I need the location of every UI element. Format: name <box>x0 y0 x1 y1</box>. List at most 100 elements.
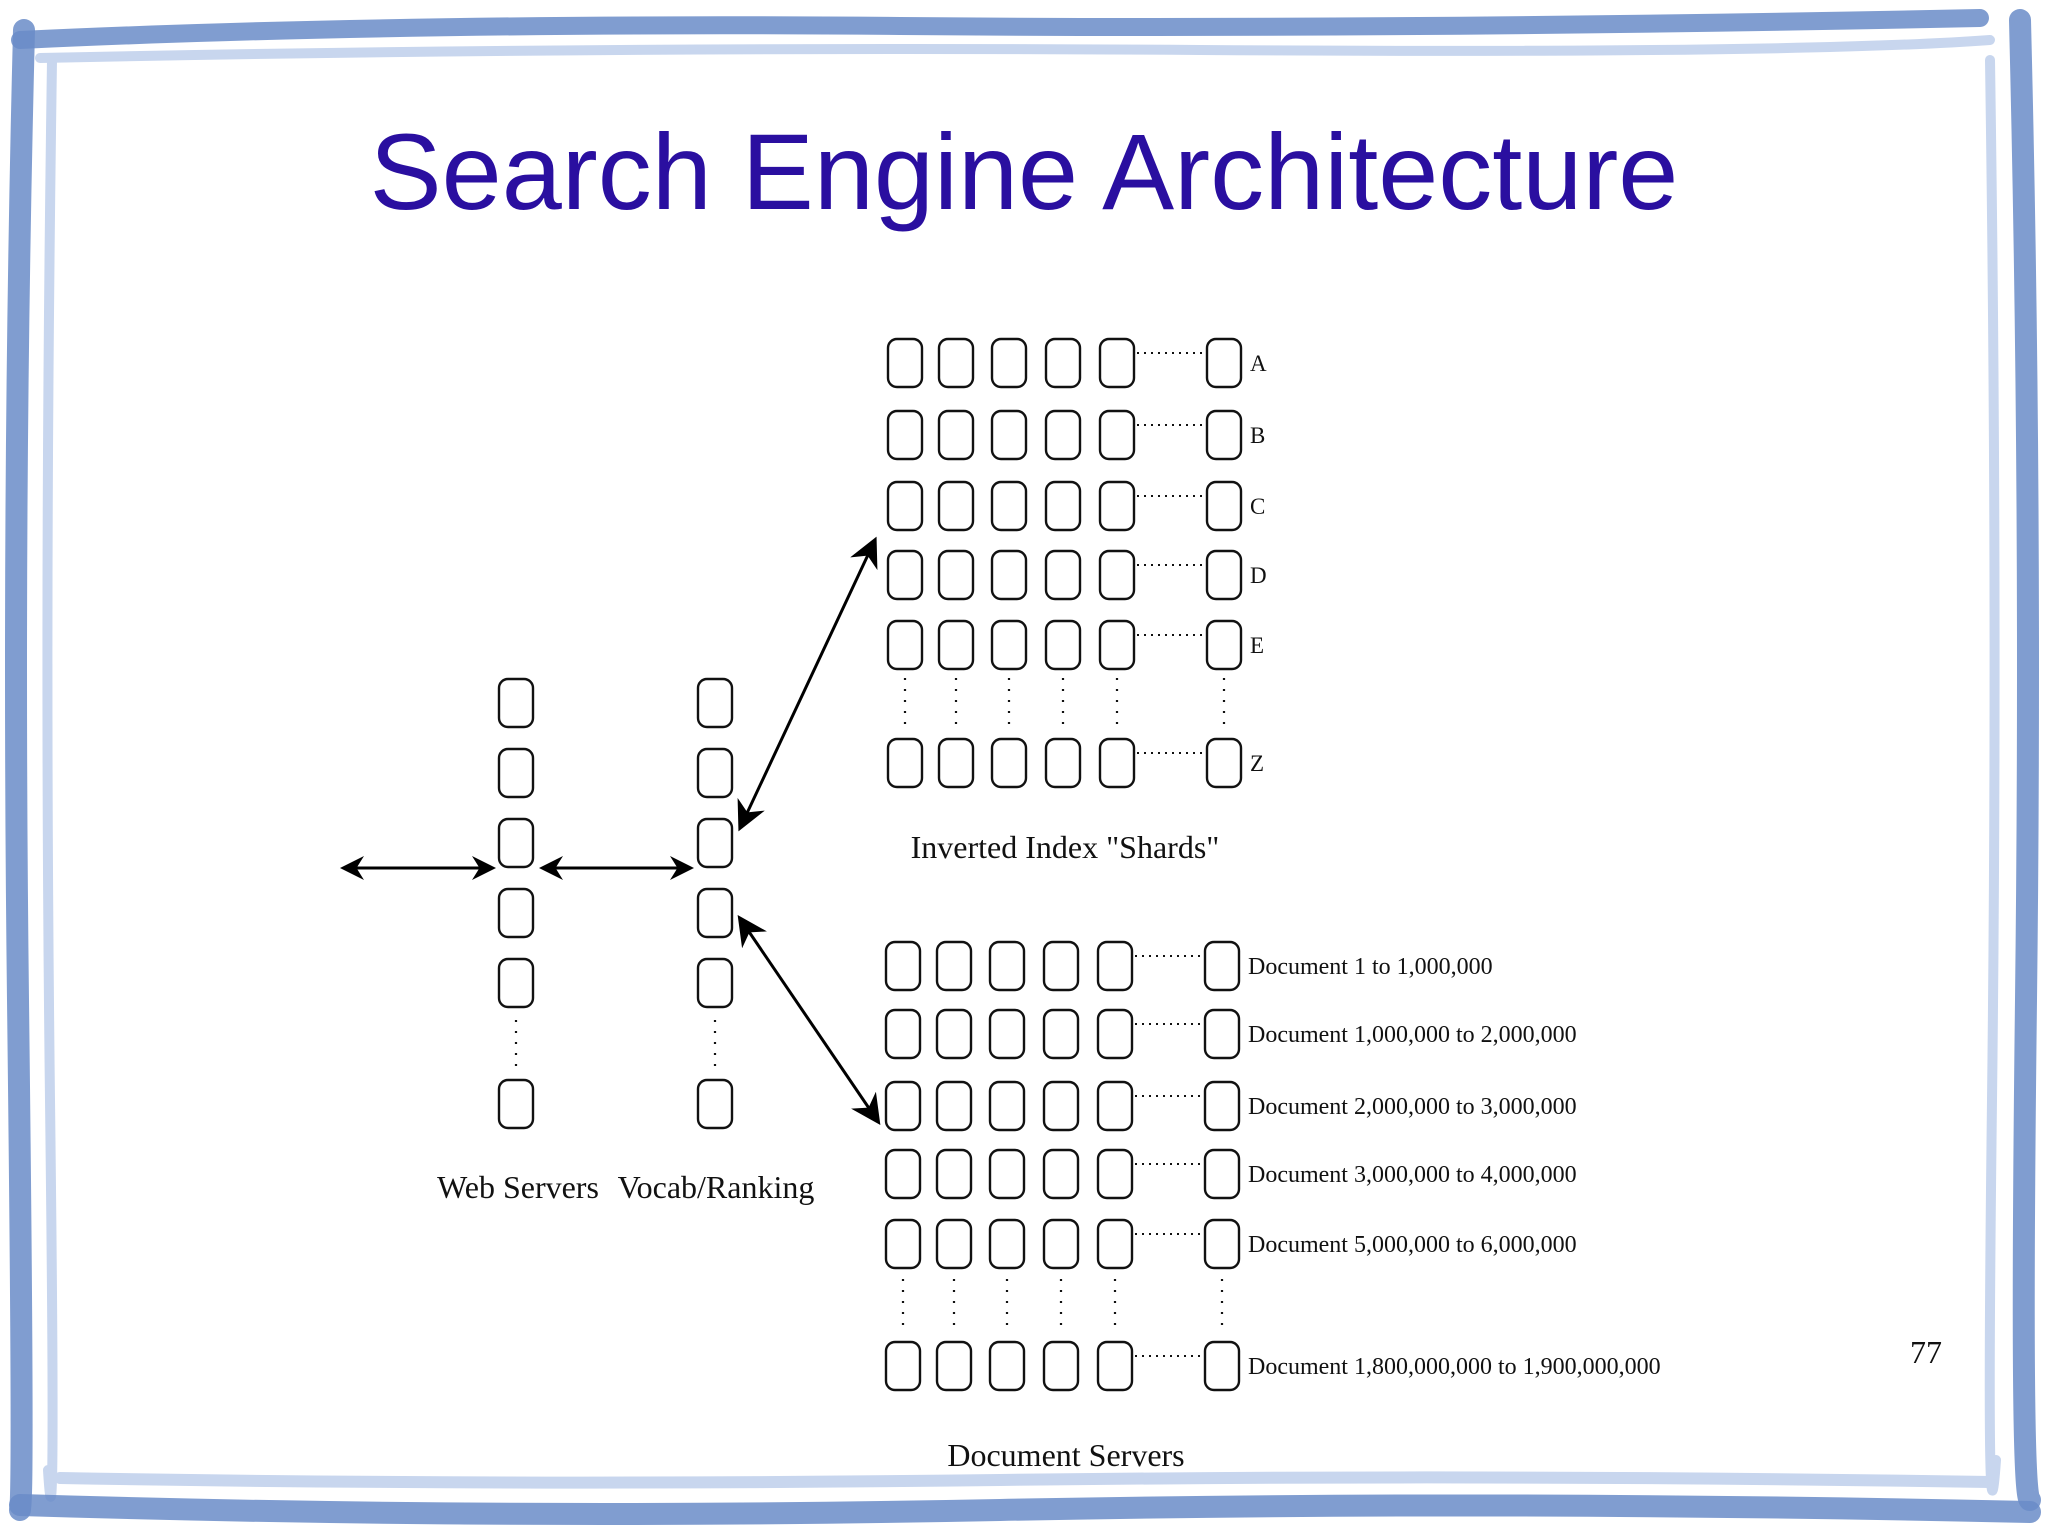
index-server <box>1098 480 1136 532</box>
index-server <box>886 737 924 789</box>
index-server <box>886 480 924 532</box>
index-server <box>1205 337 1243 389</box>
inverted-index-label: Inverted Index "Shards" <box>911 829 1220 865</box>
document-server <box>884 1340 922 1392</box>
index-server <box>1098 737 1136 789</box>
document-server <box>1042 940 1080 992</box>
document-server <box>988 1080 1026 1132</box>
frame-border <box>5 9 2041 1525</box>
document-server <box>1042 1080 1080 1132</box>
document-server <box>988 1218 1026 1270</box>
vocab-server <box>696 887 734 939</box>
document-server <box>935 1008 973 1060</box>
document-server <box>1042 1218 1080 1270</box>
web-server <box>497 887 535 939</box>
index-row-label: A <box>1250 351 1267 376</box>
vocab-to-index-arrow <box>737 536 878 832</box>
index-server <box>937 337 975 389</box>
document-servers-label: Document Servers <box>947 1437 1184 1473</box>
index-server <box>1098 409 1136 461</box>
index-server <box>1044 337 1082 389</box>
document-server <box>935 1218 973 1270</box>
vocab-ranking-label: Vocab/Ranking <box>618 1169 815 1205</box>
index-server <box>1098 619 1136 671</box>
document-row-label: Document 1 to 1,000,000 <box>1248 954 1493 980</box>
document-server <box>935 1080 973 1132</box>
index-server <box>886 619 924 671</box>
index-server <box>886 409 924 461</box>
index-row-label: D <box>1250 563 1267 588</box>
vocab-server <box>696 677 734 729</box>
index-server <box>1044 619 1082 671</box>
document-server <box>1203 1080 1241 1132</box>
index-server <box>1205 737 1243 789</box>
document-server <box>884 1148 922 1200</box>
vocab-server <box>696 1078 734 1130</box>
document-row-label: Document 1,800,000,000 to 1,900,000,000 <box>1248 1354 1661 1380</box>
web-servers-label: Web Servers <box>437 1169 599 1205</box>
index-server <box>1044 409 1082 461</box>
document-server <box>884 1008 922 1060</box>
web-server <box>497 817 535 869</box>
document-server <box>988 940 1026 992</box>
index-server <box>990 337 1028 389</box>
web-server <box>497 677 535 729</box>
index-server <box>1044 480 1082 532</box>
document-row-label: Document 5,000,000 to 6,000,000 <box>1248 1232 1577 1258</box>
document-server <box>1096 1340 1134 1392</box>
document-row-label: Document 1,000,000 to 2,000,000 <box>1248 1022 1577 1048</box>
vocab-server <box>696 747 734 799</box>
inverted-index-grid: A B C D E Z <box>886 337 1267 789</box>
index-server <box>990 549 1028 601</box>
index-server <box>1098 337 1136 389</box>
document-server <box>1203 1340 1241 1392</box>
web-servers-column <box>497 677 535 1130</box>
document-server <box>935 1148 973 1200</box>
index-server <box>937 549 975 601</box>
vocab-server <box>696 817 734 869</box>
index-server <box>886 549 924 601</box>
index-row-label: Z <box>1250 751 1264 776</box>
web-server <box>497 1078 535 1130</box>
index-server <box>1044 549 1082 601</box>
document-server <box>1096 1008 1134 1060</box>
index-server <box>937 409 975 461</box>
document-server <box>884 940 922 992</box>
vocab-to-docs-arrow <box>737 915 881 1125</box>
document-server <box>935 1340 973 1392</box>
document-server <box>988 1340 1026 1392</box>
web-server <box>497 747 535 799</box>
document-server <box>1042 1340 1080 1392</box>
index-server <box>1098 549 1136 601</box>
index-server <box>1205 480 1243 532</box>
document-server <box>1042 1008 1080 1060</box>
slide-title: Search Engine Architecture <box>369 111 1679 232</box>
index-server <box>1205 549 1243 601</box>
document-server <box>1203 1218 1241 1270</box>
vocab-ranking-column <box>696 677 734 1130</box>
index-row-label: B <box>1250 423 1265 448</box>
document-server <box>1096 1218 1134 1270</box>
index-server <box>937 737 975 789</box>
index-server <box>990 480 1028 532</box>
document-server <box>884 1218 922 1270</box>
index-row-label: E <box>1250 633 1264 658</box>
index-server <box>990 737 1028 789</box>
document-server <box>988 1008 1026 1060</box>
index-server <box>886 337 924 389</box>
document-server <box>935 940 973 992</box>
document-row-label: Document 3,000,000 to 4,000,000 <box>1248 1162 1577 1188</box>
document-server <box>884 1080 922 1132</box>
document-server <box>1203 1008 1241 1060</box>
document-server <box>1096 1080 1134 1132</box>
document-server <box>988 1148 1026 1200</box>
index-server <box>1044 737 1082 789</box>
index-server <box>990 619 1028 671</box>
index-row-label: C <box>1250 494 1265 519</box>
index-server <box>990 409 1028 461</box>
web-server <box>497 957 535 1009</box>
index-server <box>937 480 975 532</box>
index-server <box>1205 619 1243 671</box>
